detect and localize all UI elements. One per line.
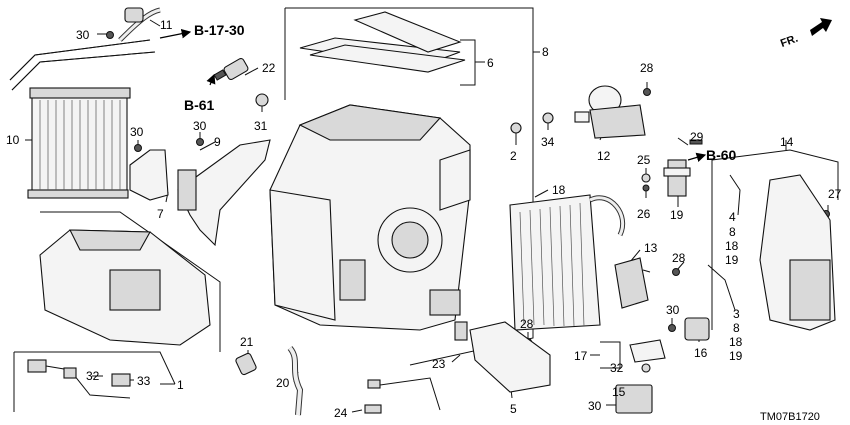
callout-16: 16 <box>694 346 708 360</box>
reference-b17-30: B-17-30 <box>194 22 245 38</box>
callout-13: 13 <box>644 241 658 255</box>
group-lower-18: 18 <box>729 335 743 349</box>
reference-b61: B-61 <box>184 97 215 113</box>
callout-27: 27 <box>828 187 842 201</box>
blower-motor-part <box>574 85 646 139</box>
filter-frame-parts <box>299 11 466 73</box>
callout-9: 9 <box>214 135 221 149</box>
callout-28: 28 <box>640 61 654 75</box>
callout-24: 24 <box>334 406 348 420</box>
bracket-parts <box>129 139 271 247</box>
heater-core-part <box>9 39 156 199</box>
callout-21: 21 <box>240 335 254 349</box>
callout-8: 8 <box>542 45 549 59</box>
group-upper-18: 18 <box>725 239 739 253</box>
duct-part <box>707 174 836 331</box>
diagram-code: TM07B1720 <box>760 411 820 423</box>
expansion-valve-part <box>663 159 691 197</box>
callout-28: 28 <box>672 251 686 265</box>
group-lower-3: 3 <box>733 307 740 321</box>
callout-33: 33 <box>137 374 151 388</box>
assembly-thumbnail-part <box>27 229 211 399</box>
front-direction-arrow <box>810 18 832 36</box>
hvac-unit-part <box>269 104 471 331</box>
reference-labels: B-17-30 B-61 B-60 <box>184 22 737 163</box>
callout-32: 32 <box>86 369 100 383</box>
callout-29: 29 <box>690 130 704 144</box>
group-upper-8: 8 <box>729 225 736 239</box>
callout-28: 28 <box>520 317 534 331</box>
callout-15: 15 <box>612 385 626 399</box>
pipe-part <box>118 7 161 42</box>
callout-19: 19 <box>670 208 684 222</box>
callout-30: 30 <box>666 303 680 317</box>
callout-12: 12 <box>597 149 611 163</box>
group-upper-4: 4 <box>729 210 736 224</box>
callout-30: 30 <box>588 399 602 413</box>
callout-34: 34 <box>541 135 555 149</box>
callout-18: 18 <box>552 183 566 197</box>
callout-labels: 30 11 10 30 30 9 7 22 31 6 8 2 34 28 12 … <box>6 18 842 420</box>
group-upper-19: 19 <box>725 253 739 267</box>
callout-20: 20 <box>276 376 290 390</box>
callout-31: 31 <box>254 119 268 133</box>
callout-11: 11 <box>160 18 173 32</box>
callout-14: 14 <box>780 135 794 149</box>
group-lower-8: 8 <box>733 321 740 335</box>
callout-17: 17 <box>574 349 588 363</box>
callout-23: 23 <box>432 357 446 371</box>
reference-b60: B-60 <box>706 147 737 163</box>
callout-30: 30 <box>130 125 144 139</box>
callout-1: 1 <box>177 378 184 392</box>
callout-5: 5 <box>510 402 517 416</box>
callout-25: 25 <box>637 153 651 167</box>
callout-30: 30 <box>76 28 90 42</box>
lower-duct-part <box>469 321 551 393</box>
callout-26: 26 <box>637 207 651 221</box>
callout-22: 22 <box>262 61 276 75</box>
front-direction-label: FR. <box>779 33 800 50</box>
sensor-part <box>213 57 249 81</box>
callout-7: 7 <box>157 207 164 221</box>
callout-2: 2 <box>510 149 517 163</box>
evaporator-part <box>509 194 626 331</box>
small-parts <box>235 321 468 416</box>
resistor-part <box>615 317 710 414</box>
actuator-part <box>614 257 649 309</box>
callout-32: 32 <box>610 361 624 375</box>
callout-10: 10 <box>6 133 20 147</box>
group-lower-19: 19 <box>729 349 743 363</box>
callout-6: 6 <box>487 56 494 70</box>
fastener-parts <box>106 31 830 409</box>
callout-30: 30 <box>193 119 207 133</box>
